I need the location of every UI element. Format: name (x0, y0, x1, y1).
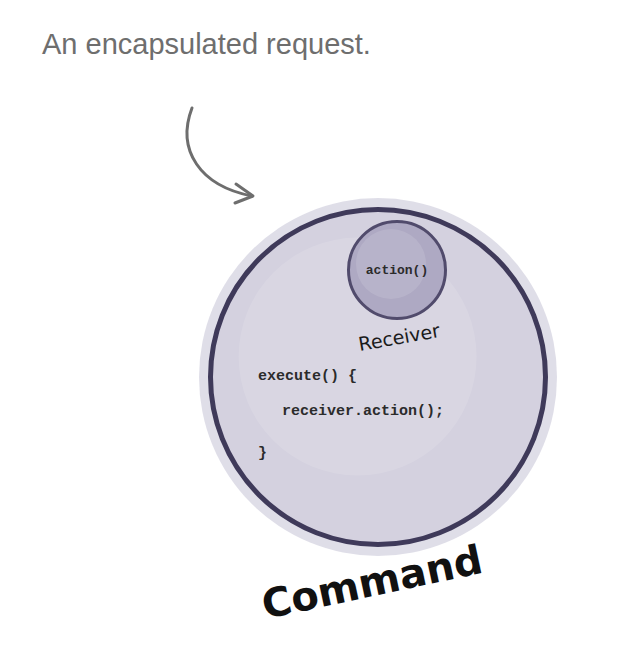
code-line: receiver.action(); (282, 403, 444, 420)
arrow-head (235, 184, 253, 203)
halo (199, 198, 557, 556)
code-line: } (258, 445, 267, 462)
annotation-note: An encapsulated request. (42, 28, 371, 61)
circle-border (349, 222, 446, 319)
receiver-circle: action()Receiver (347, 220, 447, 320)
command-circle: execute() {receiver.action();}Commandact… (208, 207, 548, 547)
circle-border (211, 210, 546, 545)
method-name: action() (366, 263, 428, 278)
leader-line (187, 108, 252, 196)
code-line: execute() { (258, 368, 357, 385)
